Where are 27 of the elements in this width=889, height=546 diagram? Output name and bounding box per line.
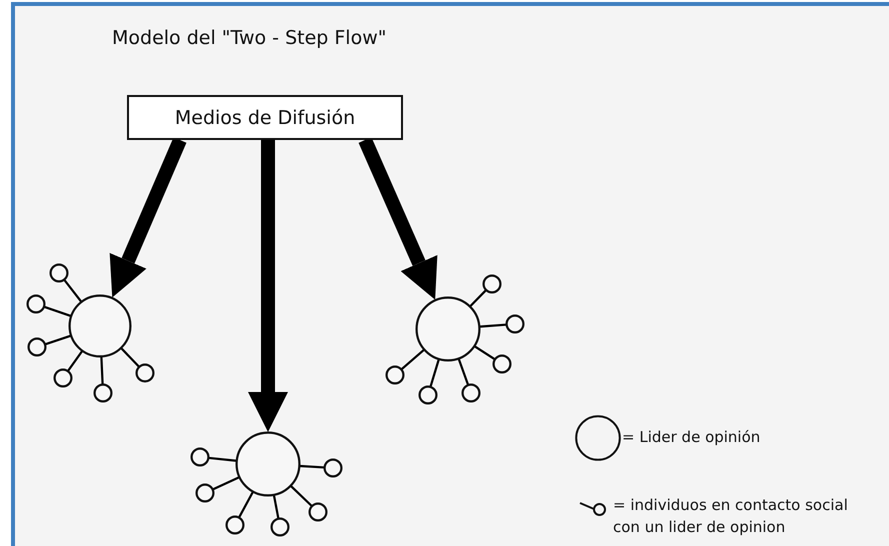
connector-line (430, 359, 440, 387)
connector-line (212, 476, 240, 490)
connector-line (480, 324, 506, 328)
leader-circle (69, 295, 131, 357)
connector-line (100, 356, 104, 384)
connector-line (458, 358, 469, 385)
leader-circle (416, 297, 480, 361)
connector-line (238, 492, 254, 518)
legend-label: = Lider de opinión (622, 427, 762, 448)
connector-line (272, 495, 280, 518)
connector-line (45, 334, 71, 346)
box-label: Medios de Difusión (174, 106, 356, 128)
connector-line (470, 290, 486, 307)
diagram-title: Modelo del "Two - Step Flow" (112, 27, 386, 49)
process-box (127, 95, 403, 140)
connector-line (67, 350, 83, 372)
connector-line (401, 349, 425, 370)
legend-label: = individuos en contacto social con un lider de opinion (613, 495, 849, 538)
connector-line (64, 279, 82, 302)
connector-line (474, 345, 496, 360)
arrow (248, 140, 288, 432)
connector-line (290, 485, 312, 507)
connector-line (208, 456, 236, 462)
connector-line (300, 464, 324, 469)
connector-line (120, 348, 140, 368)
connector-line (44, 306, 72, 317)
leader-circle (236, 432, 300, 496)
